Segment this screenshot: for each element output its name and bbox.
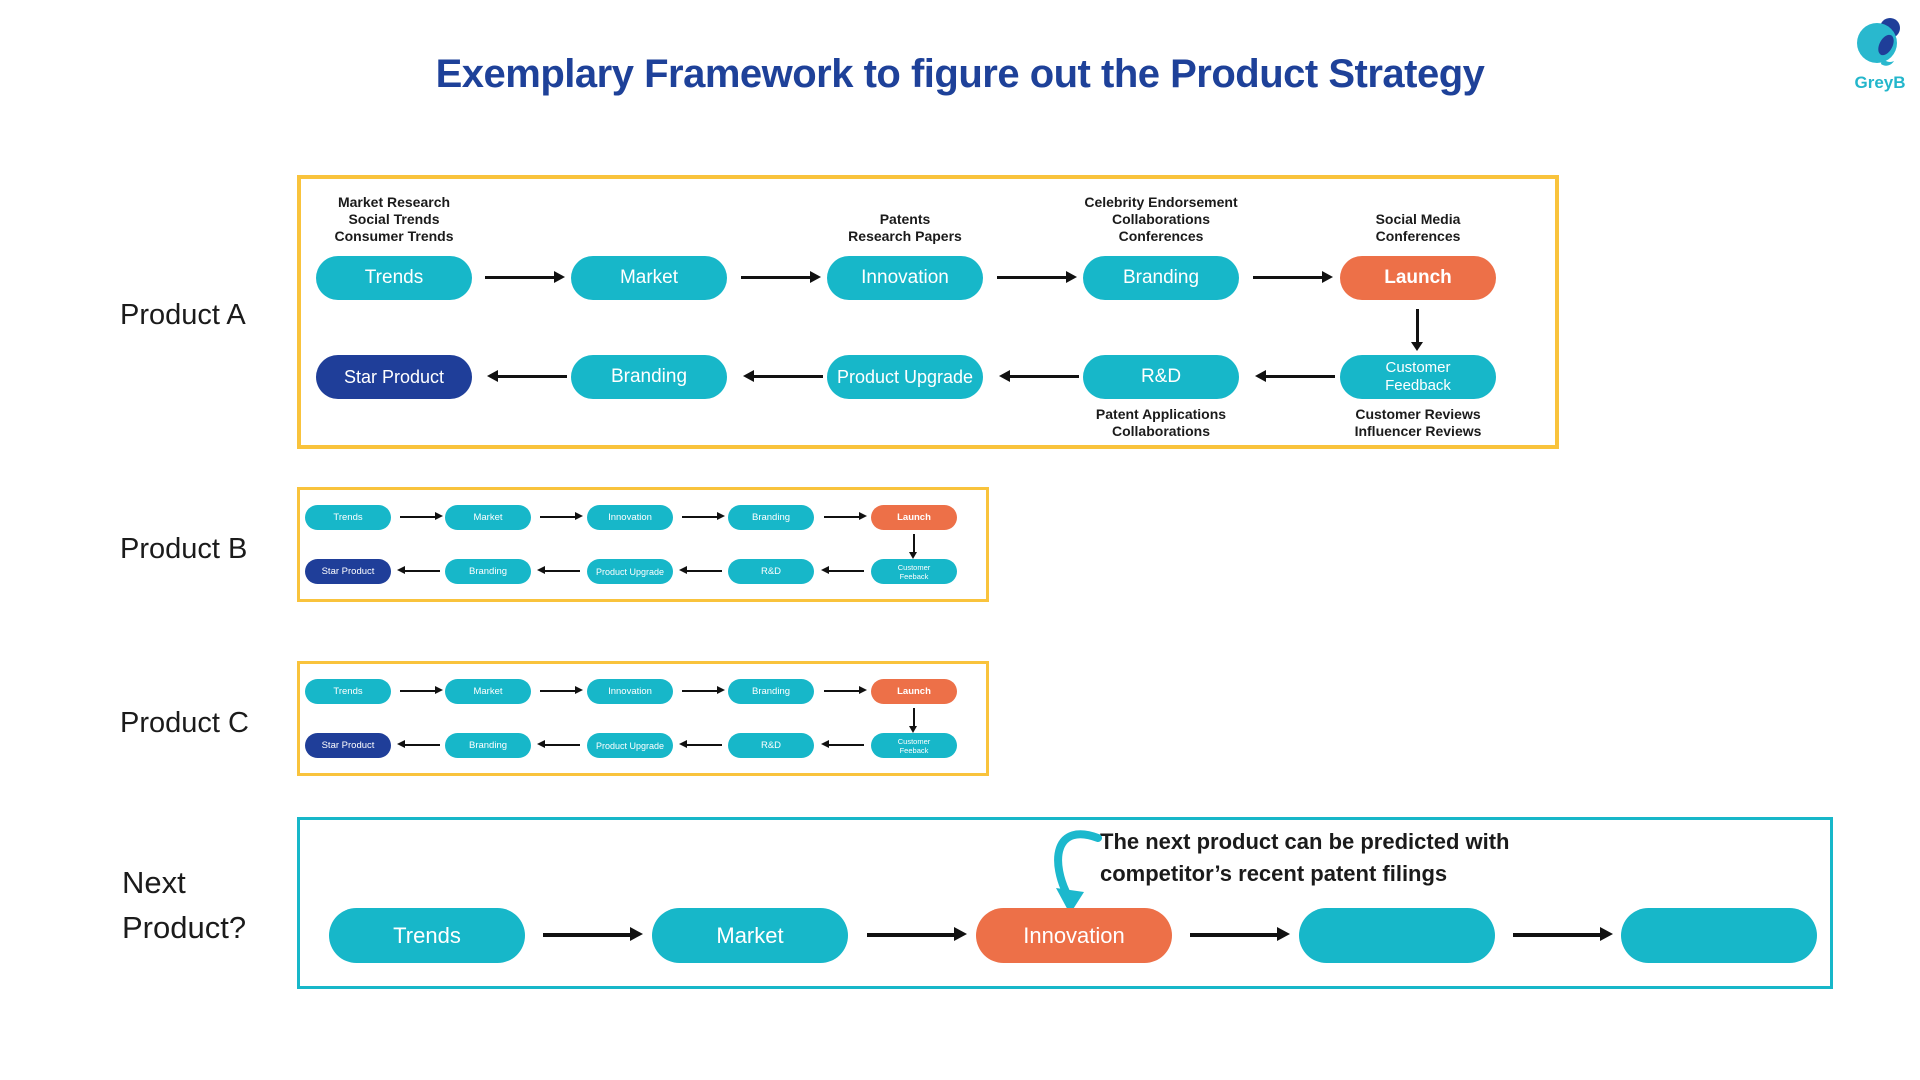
- next-product-label: Next Product?: [122, 865, 247, 945]
- arrow-down-icon: [909, 708, 917, 733]
- arrow-right-icon: [543, 927, 643, 941]
- flow-box-product-upgrade: Product Upgrade: [827, 355, 983, 399]
- arrow-right-icon: [1513, 927, 1613, 941]
- curved-arrow-icon: [1054, 830, 1102, 914]
- flow-box-trends: Trends: [305, 679, 391, 704]
- arrow-left-icon: [397, 740, 440, 748]
- arrow-right-icon: [540, 512, 583, 520]
- flow-box-launch: Launch: [871, 505, 957, 530]
- flow-box-branding-2: Branding: [445, 733, 531, 758]
- flow-box-launch: Launch: [1340, 256, 1496, 300]
- flow-box-blank-1: [1299, 908, 1495, 963]
- arrow-right-icon: [867, 927, 967, 941]
- flow-box-branding: Branding: [1083, 256, 1239, 300]
- flow-box-product-upgrade: Product Upgrade: [587, 559, 673, 584]
- flow-box-market: Market: [652, 908, 848, 963]
- arrow-left-icon: [397, 566, 440, 574]
- page-title: Exemplary Framework to figure out the Pr…: [435, 52, 1485, 96]
- flow-box-trends: Trends: [316, 256, 472, 300]
- arrow-right-icon: [1253, 271, 1333, 283]
- note-patents: Patents Research Papers: [848, 211, 962, 244]
- arrow-right-icon: [1190, 927, 1290, 941]
- note-celebrity: Celebrity Endorsement Collaborations Con…: [1084, 194, 1238, 244]
- greyb-logo-text: GreyB: [1854, 73, 1906, 92]
- note-patent-applications: Patent Applications Collaborations: [1095, 406, 1227, 439]
- arrow-right-icon: [540, 686, 583, 694]
- arrow-left-icon: [821, 740, 864, 748]
- flow-box-launch: Launch: [871, 679, 957, 704]
- arrow-right-icon: [485, 271, 565, 283]
- product-b-panel: Trends Market Innovation Branding Launch…: [297, 487, 989, 602]
- arrow-left-icon: [743, 370, 823, 382]
- flow-box-trends: Trends: [305, 505, 391, 530]
- flow-box-rnd: R&D: [1083, 355, 1239, 399]
- arrow-right-icon: [741, 271, 821, 283]
- arrow-left-icon: [537, 566, 580, 574]
- arrow-left-icon: [537, 740, 580, 748]
- arrow-down-icon: [1411, 309, 1423, 351]
- arrow-right-icon: [682, 686, 725, 694]
- arrow-right-icon: [997, 271, 1077, 283]
- flow-box-star-product: Star Product: [305, 559, 391, 584]
- product-c-panel: Trends Market Innovation Branding Launch…: [297, 661, 989, 776]
- product-a-label: Product A: [120, 299, 246, 331]
- arrow-left-icon: [679, 740, 722, 748]
- flow-box-branding-2: Branding: [571, 355, 727, 399]
- note-customer-reviews: Customer Reviews Influencer Reviews: [1354, 406, 1482, 439]
- flow-box-market: Market: [445, 505, 531, 530]
- arrow-down-icon: [909, 534, 917, 559]
- flow-box-product-upgrade: Product Upgrade: [587, 733, 673, 758]
- greyb-logo-icon: [1857, 18, 1900, 66]
- flow-box-innovation: Innovation: [587, 679, 673, 704]
- flow-box-blank-2: [1621, 908, 1817, 963]
- arrow-right-icon: [824, 686, 867, 694]
- arrow-right-icon: [824, 512, 867, 520]
- note-social-media: Social Media Conferences: [1375, 211, 1461, 244]
- product-c-label: Product C: [120, 707, 249, 739]
- flow-box-star-product: Star Product: [305, 733, 391, 758]
- arrow-left-icon: [679, 566, 722, 574]
- greyb-logo: GreyB: [1842, 14, 1918, 93]
- arrow-left-icon: [999, 370, 1079, 382]
- arrow-left-icon: [1255, 370, 1335, 382]
- flow-box-innovation: Innovation: [587, 505, 673, 530]
- flow-box-market: Market: [571, 256, 727, 300]
- flow-box-branding: Branding: [728, 679, 814, 704]
- flow-box-trends: Trends: [329, 908, 525, 963]
- flow-box-branding: Branding: [728, 505, 814, 530]
- arrow-right-icon: [400, 512, 443, 520]
- flow-box-customer-feedback: Customer Feedback: [1340, 355, 1496, 399]
- product-a-panel: Market Research Social Trends Consumer T…: [297, 175, 1559, 449]
- flow-box-innovation: Innovation: [976, 908, 1172, 963]
- flow-box-customer-feeback: Customer Feeback: [871, 559, 957, 584]
- flow-box-market: Market: [445, 679, 531, 704]
- flow-box-rnd: R&D: [728, 559, 814, 584]
- arrow-right-icon: [400, 686, 443, 694]
- arrow-left-icon: [821, 566, 864, 574]
- flow-box-customer-feeback: Customer Feeback: [871, 733, 957, 758]
- arrow-right-icon: [682, 512, 725, 520]
- next-product-annotation: The next product can be predicted with c…: [1100, 829, 1510, 886]
- flow-box-star-product: Star Product: [316, 355, 472, 399]
- flow-box-branding-2: Branding: [445, 559, 531, 584]
- arrow-left-icon: [487, 370, 567, 382]
- note-market-research: Market Research Social Trends Consumer T…: [334, 194, 454, 244]
- flow-box-innovation: Innovation: [827, 256, 983, 300]
- next-product-panel: The next product can be predicted with c…: [297, 817, 1833, 989]
- flow-box-rnd: R&D: [728, 733, 814, 758]
- product-b-label: Product B: [120, 533, 248, 565]
